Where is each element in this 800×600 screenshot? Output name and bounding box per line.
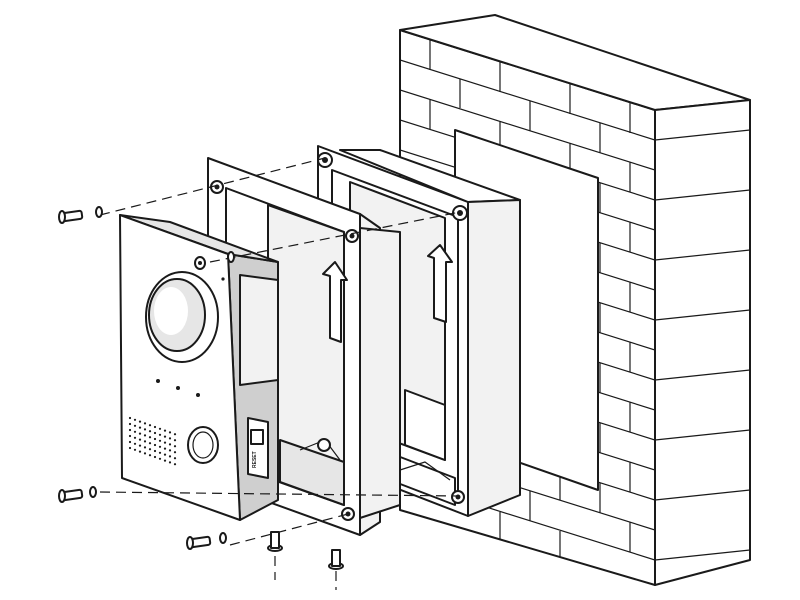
screw-head-icon [58,489,66,503]
grille-hole [173,445,177,448]
grille-hole [163,429,167,432]
grille-hole [158,439,162,442]
grille-hole [133,436,137,439]
screw-set-bottom-left [58,486,97,503]
speaker-grille-icon [128,416,177,466]
grille-hole [148,436,152,439]
reset-label: RESET [252,451,258,468]
grille-hole [173,457,177,460]
grille-hole [163,447,167,450]
grille-hole [168,455,172,458]
grille-hole [128,416,132,420]
grille-hole [148,442,152,445]
grille-hole [148,454,152,457]
indicator-light [156,379,160,383]
grille-hole [173,439,177,442]
door-station-panel: RESET [119,214,279,521]
screw-set-top-left [58,206,103,224]
screw-head-icon [186,536,194,550]
grille-hole [128,428,132,432]
grille-hole [148,424,152,427]
grille-hole [158,445,162,448]
reset-slot [247,417,269,479]
back-box-cutout [404,389,446,461]
grille-hole [163,453,167,456]
washer-icon [89,486,97,498]
grille-hole [148,448,152,451]
grille-hole [138,426,142,429]
grille-hole [143,434,147,437]
grille-hole [153,437,157,441]
grille-hole [168,437,172,440]
grille-hole [173,433,177,436]
grille-hole [153,455,157,459]
grille-hole [128,422,132,426]
grille-hole [153,431,157,435]
grille-hole [163,435,167,438]
panel-front [119,214,241,521]
back-box-side [467,199,521,517]
reset-switch[interactable] [250,429,264,445]
screw-icon [331,549,341,567]
grille-hole [128,434,132,438]
grille-hole [143,452,147,455]
grille-hole [133,430,137,433]
grille-hole [173,463,177,466]
grille-hole [158,427,162,430]
grille-hole [133,442,137,445]
grille-hole [153,425,157,429]
vertical-screw-left [267,531,283,552]
grille-hole [133,424,137,427]
grille-hole [168,461,172,464]
screw-icon [270,531,280,549]
grille-hole [138,420,142,423]
washer-icon [95,206,103,218]
brick-side-courses [654,129,751,561]
grille-hole [173,451,177,454]
washer-icon [227,251,235,263]
grille-hole [163,441,167,444]
grille-hole [138,432,142,435]
grille-hole [158,433,162,436]
grille-hole [168,431,172,434]
grille-hole [143,446,147,449]
screw-set-panel-top [194,251,235,270]
washer-icon [219,532,227,544]
grille-hole [143,428,147,431]
grille-hole [133,448,137,451]
grille-hole [163,459,167,462]
grille-hole [168,449,172,452]
back-box-up-arrow [427,244,453,323]
grille-hole [158,451,162,454]
grille-hole [138,450,142,453]
wall-side-face [654,99,751,586]
grille-hole [153,449,157,453]
vertical-screw-right [328,549,344,570]
screw-set-bottom [186,532,227,550]
grille-hole [128,440,132,444]
frame-up-arrow [322,261,348,343]
grille-hole [148,430,152,433]
grille-hole [138,444,142,447]
grille-hole [133,418,137,421]
grille-hole [158,457,162,460]
grille-hole [128,446,132,450]
grille-hole [143,440,147,443]
screw-head-icon [58,210,66,224]
grille-hole [138,438,142,441]
grille-hole [153,443,157,447]
grille-hole [143,422,147,425]
grille-hole [168,443,172,446]
